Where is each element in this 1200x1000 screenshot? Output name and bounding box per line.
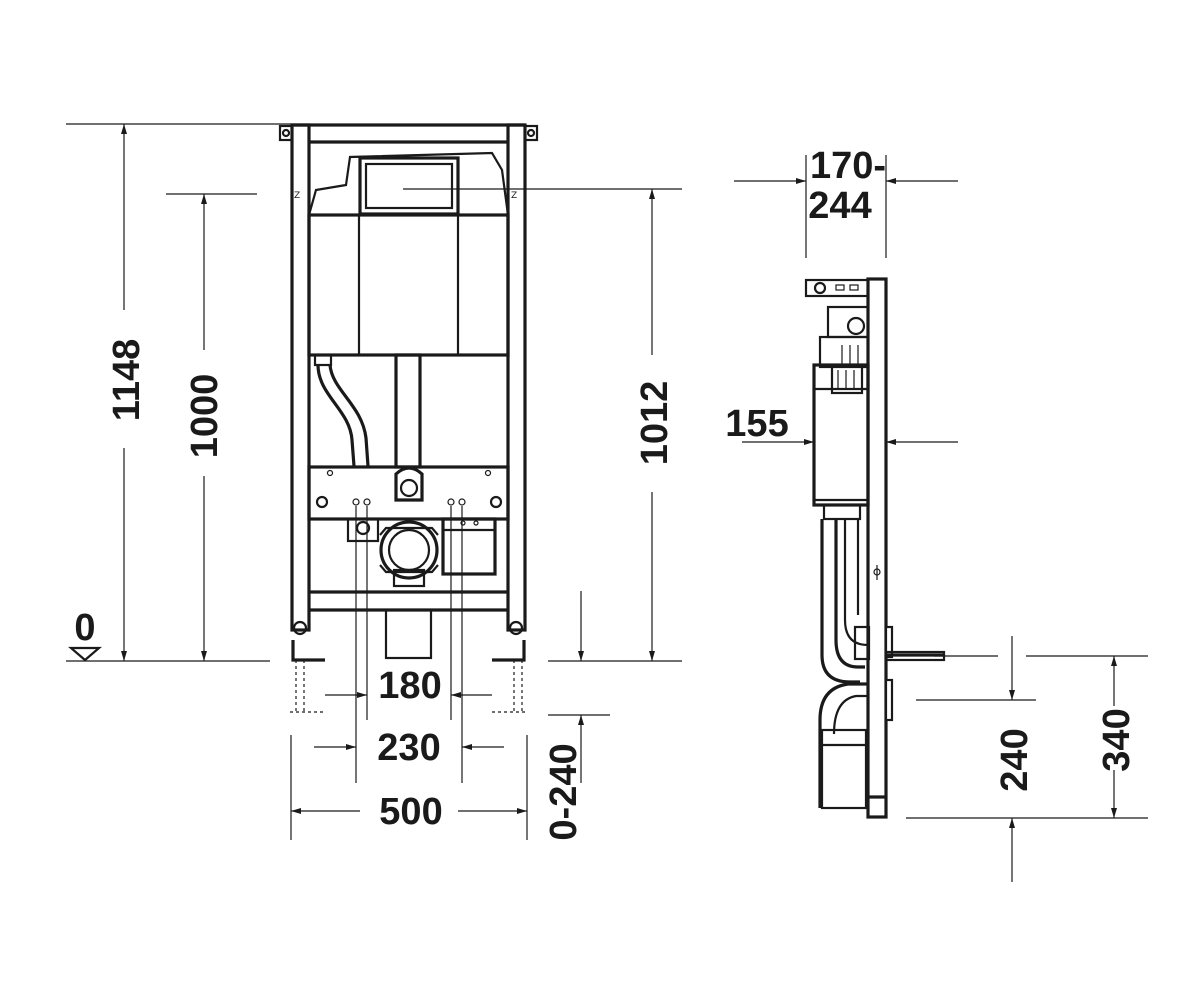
label-height-support: 1000 — [184, 374, 226, 459]
side-frame — [804, 277, 888, 819]
label-width-overall: 500 — [379, 791, 442, 833]
svg-text:Z: Z — [294, 191, 300, 201]
label-depth-top: 170- — [810, 145, 886, 187]
side-view: 170- 244 155 240 340 — [725, 145, 1148, 882]
label-height-overall: 1148 — [106, 339, 148, 421]
dimension-height-drain: 240 — [916, 636, 1036, 882]
dimension-width-overall: 500 — [290, 735, 528, 840]
label-datum: 0 — [74, 607, 95, 649]
label-height-drain: 240 — [994, 728, 1036, 791]
mounting-plate — [307, 465, 510, 521]
label-depth-tank: 155 — [725, 403, 788, 445]
drain-elbow — [346, 517, 497, 588]
dimension-spacing-outer: 230 — [314, 727, 504, 769]
front-view: Z Z — [66, 123, 682, 841]
label-foot-adjust: 0-240 — [543, 743, 585, 840]
datum-marker: 0 — [68, 607, 102, 662]
dimension-foot-adjust: 0-240 — [543, 591, 610, 841]
dimension-height-overall: 1148 — [66, 123, 292, 662]
dimension-depth-tank: 155 — [725, 403, 958, 445]
dimension-height-flush: 1012 — [548, 189, 682, 662]
frame-outline: Z Z — [278, 123, 539, 632]
cistern — [307, 151, 682, 357]
side-drain-pipe — [820, 519, 946, 684]
svg-text:Z: Z — [511, 191, 517, 201]
dimension-height-outlet: 340 — [906, 655, 1148, 819]
dimension-height-support: 1000 — [166, 193, 257, 661]
label-spacing-outer: 230 — [377, 727, 440, 769]
supply-pipe — [313, 353, 422, 469]
label-height-flush: 1012 — [634, 381, 676, 466]
label-spacing-inner: 180 — [378, 665, 441, 707]
frame-legs — [290, 590, 527, 713]
dimension-spacing-inner: 180 — [325, 506, 492, 783]
side-cistern — [812, 363, 870, 521]
label-height-outlet: 340 — [1096, 708, 1138, 771]
side-outlet-bend — [818, 678, 894, 810]
label-depth-bottom: 244 — [808, 185, 871, 227]
dimension-depth-range: 170- 244 — [734, 145, 958, 258]
